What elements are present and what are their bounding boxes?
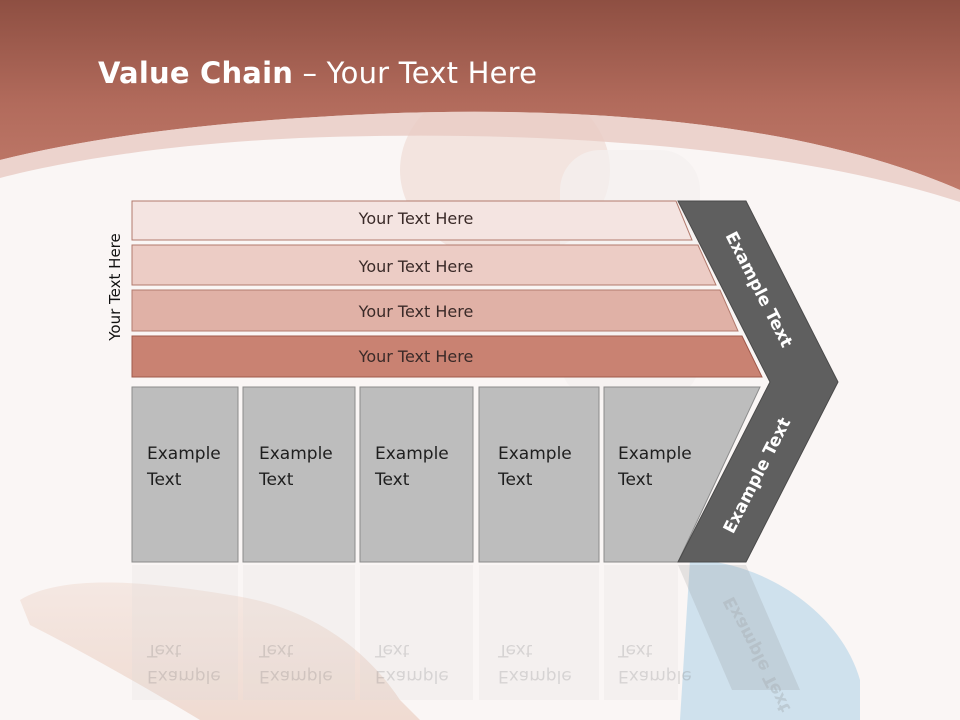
box-1-reflection bbox=[132, 565, 238, 700]
band-1-label: Your Text Here bbox=[358, 209, 474, 228]
box-2-label-line2: Text bbox=[258, 470, 294, 490]
box-3-shape bbox=[359, 386, 474, 563]
box-group: Example Text Example Text Example Text E… bbox=[131, 386, 761, 563]
band-4-label: Your Text Here bbox=[358, 347, 474, 366]
reflection-group: Example Text Example Text Example Text E… bbox=[132, 565, 800, 715]
band-4-shape bbox=[131, 335, 763, 378]
box-1-shape bbox=[131, 386, 239, 563]
band-2-label: Your Text Here bbox=[358, 257, 474, 276]
box-2-reflection-line1: Example bbox=[259, 666, 333, 686]
band-3-label: Your Text Here bbox=[358, 302, 474, 321]
chevron-shape bbox=[677, 200, 839, 563]
box-2-shape bbox=[242, 386, 356, 563]
box-5-reflection bbox=[604, 565, 678, 700]
box-4-reflection-line1: Example bbox=[498, 666, 572, 686]
box-1-label-line1: Example bbox=[147, 444, 221, 464]
box-3-reflection bbox=[360, 565, 473, 700]
box-3-reflection-line1: Example bbox=[375, 666, 449, 686]
box-5-label-line2: Text bbox=[617, 470, 653, 490]
chevron-reflection bbox=[678, 565, 800, 690]
box-3-reflection-line2: Text bbox=[374, 640, 410, 660]
slide-title: Value Chain – Your Text Here bbox=[98, 56, 537, 90]
box-4-shape bbox=[478, 386, 600, 563]
box-5-label-line1: Example bbox=[618, 444, 692, 464]
box-4-reflection bbox=[479, 565, 599, 700]
box-3-label-line1: Example bbox=[375, 444, 449, 464]
box-2-label-line1: Example bbox=[259, 444, 333, 464]
box-1-reflection-line2: Text bbox=[146, 640, 182, 660]
band-group: Your Text Here Your Text Here Your Text … bbox=[131, 200, 763, 378]
band-3-shape bbox=[131, 289, 739, 332]
band-1-shape bbox=[131, 200, 693, 241]
box-4-label-line1: Example bbox=[498, 444, 572, 464]
band-2-shape bbox=[131, 244, 717, 286]
box-4-reflection-line2: Text bbox=[497, 640, 533, 660]
box-2-reflection-line2: Text bbox=[258, 640, 294, 660]
box-5-reflection-line2: Text bbox=[617, 640, 653, 660]
box-2-reflection bbox=[243, 565, 355, 700]
box-1-label-line2: Text bbox=[146, 470, 182, 490]
box-5-reflection-line1: Example bbox=[618, 666, 692, 686]
box-3-label-line2: Text bbox=[374, 470, 410, 490]
title-rest: – Your Text Here bbox=[293, 56, 538, 90]
box-4-label-line2: Text bbox=[497, 470, 533, 490]
box-1-reflection-line1: Example bbox=[147, 666, 221, 686]
title-bold: Value Chain bbox=[98, 56, 294, 90]
